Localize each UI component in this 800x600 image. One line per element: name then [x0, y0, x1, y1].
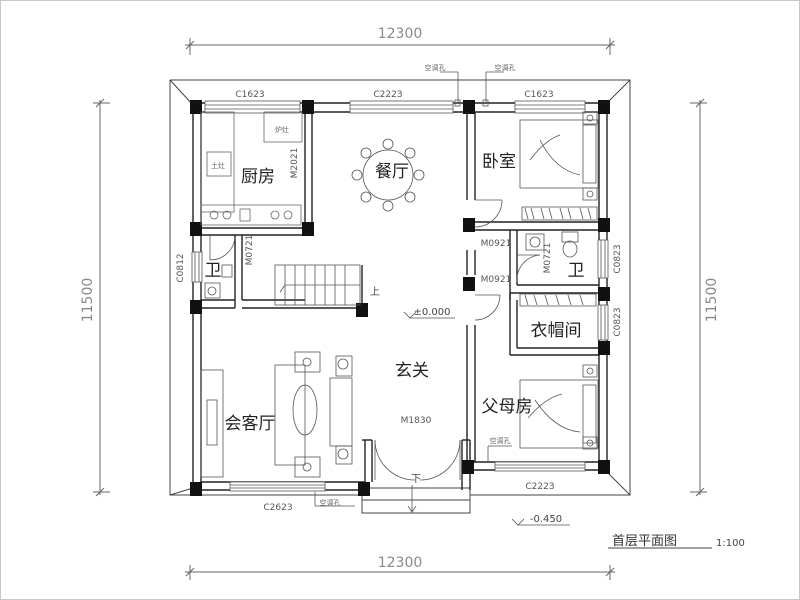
eaves-outline: [169, 79, 631, 514]
dim-top: 12300: [378, 26, 423, 42]
room-label-kitchen: 厨房: [241, 167, 275, 187]
parents-bed: [519, 364, 599, 450]
drawing-title: 首层平面图: [612, 534, 677, 549]
door-label-wardrobe: M0921: [481, 275, 512, 285]
room-label-bath-left: 卫: [205, 261, 222, 281]
stove-label-top: 炉灶: [275, 125, 289, 134]
wardrobe-rack: [519, 206, 598, 307]
bedroom-bed: [519, 111, 599, 201]
windows: [191, 100, 609, 492]
window-label-top-right: C1623: [524, 90, 553, 100]
room-label-bath-right: 卫: [568, 261, 585, 281]
ac-hole-markers: [314, 71, 512, 507]
room-label-parents: 父母房: [482, 397, 533, 417]
level-floor-label: ±0.000: [413, 307, 450, 318]
dim-bottom: 12300: [378, 555, 423, 571]
dim-right: 11500: [704, 278, 720, 323]
dim-left: 11500: [80, 278, 96, 323]
bath-left-fixtures: [204, 264, 233, 299]
window-label-bottom-left: C2623: [263, 503, 292, 513]
room-label-bedroom: 卧室: [482, 152, 516, 172]
stair: [274, 264, 361, 306]
columns: [190, 100, 610, 496]
level-outside-label: -0.450: [530, 514, 562, 525]
door-label-bedroom: M0921: [481, 239, 512, 249]
ac-hole-label-1: 空调孔: [425, 63, 446, 72]
doors: [209, 199, 541, 481]
door-label-bath-right: M0721: [543, 243, 553, 274]
room-label-foyer: 玄关: [395, 361, 429, 381]
window-label-bottom-right: C2223: [525, 482, 554, 492]
stair-up-label: 上: [370, 286, 380, 298]
kitchen-fixtures: [200, 111, 303, 226]
level-markers: [403, 311, 570, 526]
window-label-right-lower: C0823: [613, 307, 623, 336]
sofa-set: [200, 351, 353, 478]
stove-label-left: 土灶: [211, 161, 225, 170]
window-label-left: C0812: [176, 253, 186, 282]
ac-hole-label-3: 空调孔: [320, 498, 341, 507]
door-label-bath-left: M0721: [245, 235, 255, 266]
ac-hole-label-2: 空调孔: [495, 63, 516, 72]
door-label-kitchen: M2021: [290, 148, 300, 179]
ac-hole-label-4: 空调孔: [490, 436, 511, 445]
drawing-scale: 1:100: [716, 538, 745, 549]
dining-table: [351, 138, 425, 212]
bath-right-fixtures: [525, 231, 579, 258]
window-label-top-mid: C2223: [373, 90, 402, 100]
dimension-lines: [93, 38, 707, 580]
door-label-entrance: M1830: [401, 416, 432, 426]
room-label-wardrobe: 衣帽间: [531, 321, 582, 341]
window-label-top-left: C1623: [235, 90, 264, 100]
room-label-dining: 餐厅: [375, 162, 409, 182]
window-label-right-upper: C0823: [613, 244, 623, 273]
step-down-label: 下: [411, 474, 421, 485]
room-label-reception: 会客厅: [225, 414, 276, 434]
